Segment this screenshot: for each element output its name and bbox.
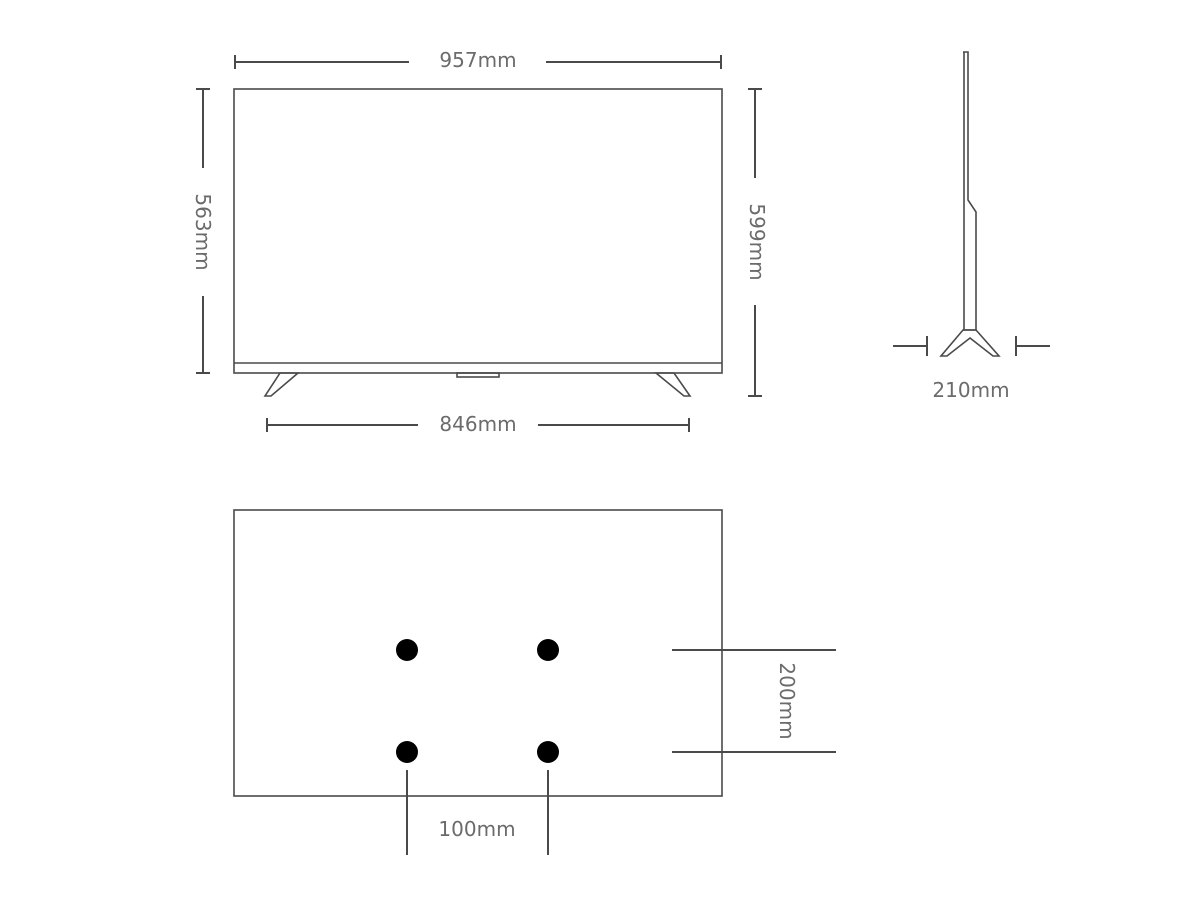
width-label: 957mm — [439, 48, 516, 72]
stand-span-label: 846mm — [439, 412, 516, 436]
mount-hole-top-left — [396, 639, 418, 661]
stand-span-dimension: 846mm — [266, 412, 690, 436]
width-dimension: 957mm — [234, 48, 722, 72]
mount-hole-bottom-left — [396, 741, 418, 763]
rear-view: 200mm 100mm — [233, 509, 836, 855]
tv-front-outline — [233, 88, 723, 374]
vesa-horizontal-label: 100mm — [438, 817, 515, 841]
depth-label: 210mm — [932, 378, 1009, 402]
vesa-vertical-label: 200mm — [775, 662, 799, 739]
mount-hole-bottom-right — [537, 741, 559, 763]
overall-height-dimension: 599mm — [745, 88, 769, 397]
tv-foot-left — [263, 372, 301, 397]
tv-logo-tab — [456, 372, 500, 378]
tv-rear-outline — [233, 509, 723, 797]
tv-side-foot — [939, 329, 1001, 357]
tv-foot-right — [653, 372, 692, 397]
side-view: 210mm — [893, 51, 1050, 402]
screen-height-dimension: 563mm — [191, 88, 215, 374]
tv-side-profile — [963, 51, 977, 331]
overall-height-label: 599mm — [745, 203, 769, 280]
vesa-horizontal-dimension: 100mm — [406, 770, 549, 855]
front-view: 957mm 563mm 599mm — [191, 48, 769, 436]
vesa-vertical-dimension: 200mm — [672, 649, 836, 753]
screen-height-label: 563mm — [191, 193, 215, 270]
depth-dimension: 210mm — [893, 336, 1050, 402]
mount-hole-top-right — [537, 639, 559, 661]
